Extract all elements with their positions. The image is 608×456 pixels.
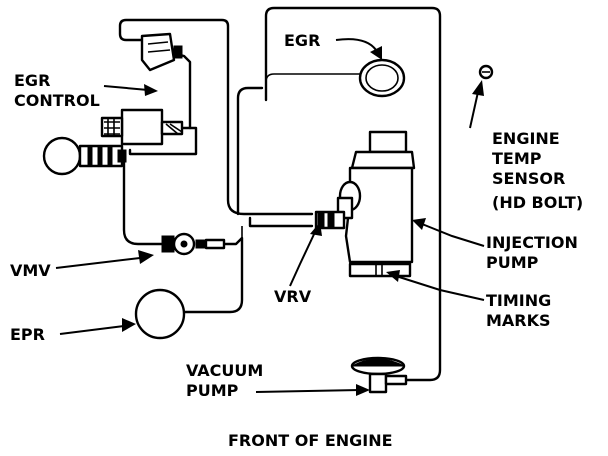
egr-control-label-line1: EGR [14,71,50,90]
egr-control-top-hose [118,18,314,216]
engine-temp-label-line1: ENGINE [492,129,560,148]
timing-marks-label-line2: MARKS [486,311,551,330]
labels: EGR CONTROL EGR ENGINE TEMP SENSOR (HD B… [10,31,583,450]
egr-control-module [100,108,184,146]
diagram-caption: FRONT OF ENGINE [228,431,393,450]
engine-temp-label-line2: TEMP [492,149,542,168]
engine-temp-label-line3: SENSOR [492,169,565,188]
vacuum-pump [350,356,408,394]
egr-label: EGR [284,31,320,50]
vrv-lower-hose [248,216,314,228]
vmv-label: VMV [10,261,51,280]
epr-label: EPR [10,325,45,344]
vacuum-bulb-left [42,136,127,176]
egr-valve [358,58,406,98]
vrv-upper-hose [236,86,264,216]
injection-pump-label-line2: PUMP [486,253,539,272]
egr-control-return-hose [128,126,198,156]
timing-marks-label-line1: TIMING [486,291,551,310]
vrv-label: VRV [274,287,312,306]
vmv-valve [161,232,226,256]
vacuum-pump-label-line2: PUMP [186,381,239,400]
vacuum-pump-main-hose [264,6,442,382]
epr-actuator [134,288,186,340]
injection-pump-label-line1: INJECTION [486,233,578,252]
engine-temp-sensor [478,64,494,80]
vacuum-pump-label-line1: VACUUM [186,361,263,380]
vacuum-hoses [118,6,442,382]
engine-temp-label-line4: (HD BOLT) [492,193,583,212]
injection-pump [314,130,416,278]
egr-control-solenoid-top [140,32,183,72]
label-leaders [55,38,485,396]
vmv-to-epr-hose [182,236,244,314]
egr-valve-hose [265,73,360,100]
egr-control-label-line2: CONTROL [14,91,100,110]
vmv-hose [122,158,166,246]
egr-control-side-hose [174,52,192,130]
